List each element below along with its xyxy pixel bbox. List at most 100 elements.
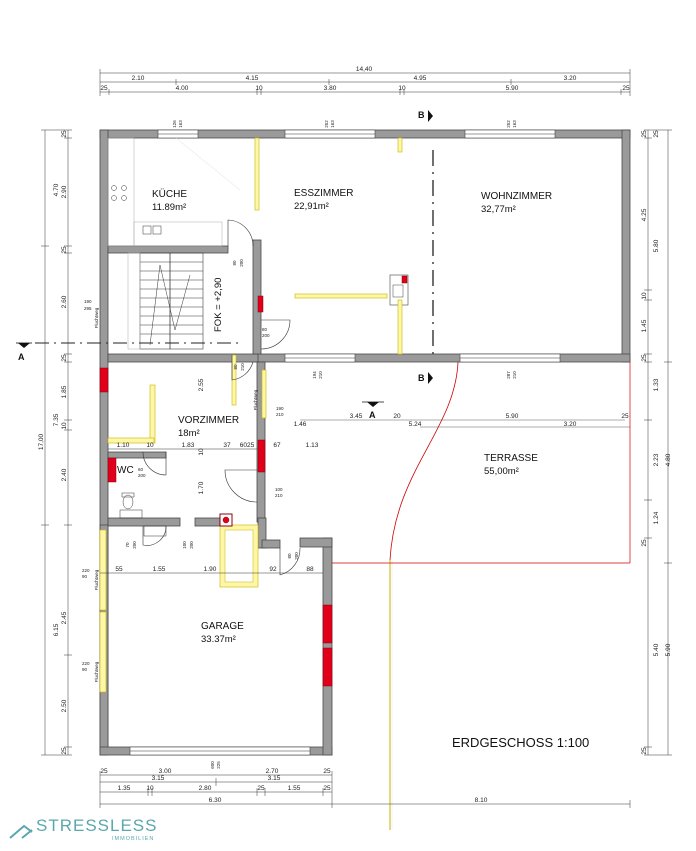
- top-dimension-chains: 14,40 2.10 4.15 4.95 3.20 25 4.00 10 3.8…: [99, 66, 631, 96]
- section-markers: B B A A: [16, 110, 433, 420]
- bottom-dimension-chains: 25 3.00 2.70 25 3.15 3.15 1.35 10 2.80 2…: [99, 768, 631, 808]
- dim-top-r3-4: 3.80: [324, 85, 337, 92]
- d-70-h: 200: [132, 541, 137, 549]
- interior-dimensions: 1.10 10 1.83 37 6025 67 1.13 3.45 20 5.9…: [100, 378, 629, 574]
- vdim-10: 10: [198, 448, 205, 456]
- tr2-3: 3.20: [564, 421, 577, 428]
- d-gs-w: 80: [287, 553, 292, 559]
- d-kueche-w: 80: [232, 260, 237, 266]
- db-r3-4: 25: [257, 785, 265, 792]
- db-r1-2: 3.00: [159, 768, 172, 775]
- db-r3-3: 2.80: [199, 785, 212, 792]
- dim-right-o2: 4.80: [665, 453, 672, 466]
- dim-right-i3: 4.25: [641, 208, 648, 221]
- gr-5: 88: [306, 566, 314, 573]
- section-b-bottom: B: [418, 373, 425, 383]
- d-100b-h: 200: [189, 541, 194, 549]
- gr-4: 92: [269, 566, 277, 573]
- db-r1-3: 2.70: [266, 768, 279, 775]
- dim-right-i4: 10: [641, 292, 648, 300]
- staircase: [127, 252, 204, 350]
- dim-left-i2: 2.90: [61, 185, 68, 198]
- vz-6: 67: [273, 442, 281, 449]
- wc-fixtures: [119, 492, 167, 537]
- section-a-left: A: [18, 352, 25, 362]
- dim-top-overall: 14,40: [356, 66, 373, 73]
- dim-left-o1: 4.70: [53, 183, 60, 196]
- vz-4: 37: [223, 442, 231, 449]
- d-gs-h: 200: [294, 552, 299, 560]
- dim-left-i5: 25: [61, 354, 68, 362]
- dim-left-i3: 25: [61, 246, 68, 254]
- db-r3-2: 10: [146, 785, 154, 792]
- gwin1-w: 220: [82, 568, 90, 573]
- dim-top-r3-2: 4.00: [176, 85, 189, 92]
- tr1-1: 3.45: [350, 413, 363, 420]
- wohnzimmer-area: 32,77m²: [481, 204, 516, 215]
- dim-left-i9: 2.45: [61, 611, 68, 624]
- d-flur-h: 210: [240, 363, 245, 371]
- tr1-3: 5.90: [506, 413, 519, 420]
- db-r3-1: 1.35: [118, 785, 131, 792]
- vz-7: 1.13: [306, 442, 319, 449]
- dim-left-i1: 25: [61, 130, 68, 138]
- fluchtweg-1: Fluchtweg: [94, 307, 99, 328]
- dim-right-i2: 25: [653, 130, 660, 138]
- tr1-2: 20: [393, 413, 401, 420]
- dim-left-o2: 7.35: [53, 413, 60, 426]
- dim-top-r3-6: 5.90: [506, 85, 519, 92]
- room-labels: KÜCHE 11.89m² ESSZIMMER 22,91m² WOHNZIMM…: [117, 188, 552, 645]
- w2-width: 252: [324, 120, 329, 128]
- gwin2-w: 220: [82, 661, 90, 666]
- dim-left-overall: 17,00: [38, 433, 45, 450]
- garage-label: GARAGE: [201, 621, 244, 632]
- stove: [294, 274, 409, 306]
- dim-right-i6: 25: [641, 354, 648, 362]
- db-r3-5: 1.55: [288, 785, 301, 792]
- dim-right-i9: 1.24: [653, 511, 660, 524]
- db-r2-2: 3.15: [268, 775, 281, 782]
- dim-right-i5: 1.45: [641, 319, 648, 332]
- dim-left-i10: 2.50: [61, 699, 68, 712]
- dim-top-r2-2: 4.15: [246, 75, 259, 82]
- wc-label: WC: [117, 465, 134, 476]
- terrasse-label: TERRASSE: [484, 453, 538, 464]
- dim-right-o1: 5.80: [653, 239, 660, 252]
- right-dimension-chains: 5.80 4.80 5.90 25 25 4.25 10 1.45 25 1.3…: [641, 129, 672, 756]
- dim-right-i12: 25: [641, 747, 648, 755]
- vz-5: 6025: [240, 442, 255, 449]
- kueche-area: 11.89m²: [152, 202, 186, 213]
- db-r3-6: 25: [323, 785, 331, 792]
- dim-top-r3-1: 25: [100, 85, 108, 92]
- logo-mark-icon: [9, 824, 33, 839]
- tdoor1-width: 194: [312, 371, 317, 379]
- d-vorz-w: 190: [276, 406, 284, 411]
- db-r4-2: 8.10: [475, 797, 488, 804]
- plan-title: ERDGESCHOSS 1:100: [452, 735, 589, 750]
- tr1-4: 25: [621, 413, 629, 420]
- w3-height: 163: [512, 120, 517, 128]
- dim-left-i7: 10: [61, 422, 68, 430]
- d-100-h: 210: [275, 493, 283, 498]
- dim-right-o3: 5.90: [665, 643, 672, 656]
- walls: [99, 129, 631, 756]
- d-100-w: 100: [275, 487, 283, 492]
- kueche-label: KÜCHE: [152, 188, 187, 200]
- vz-2: 10: [146, 442, 154, 449]
- stair-win-w: 190: [84, 299, 92, 304]
- kitchen-furniture: [107, 137, 241, 247]
- vz-3: 1.83: [182, 442, 195, 449]
- w1-width: 126: [172, 120, 177, 128]
- vorzimmer-area: 18m²: [178, 428, 200, 439]
- dim-top-r2-4: 3.20: [564, 75, 577, 82]
- vdim-170: 1.70: [198, 481, 205, 494]
- dim-left-i11: 25: [61, 747, 68, 755]
- db-r4-1: 6.30: [209, 797, 222, 804]
- gate-width: 600: [210, 761, 215, 769]
- left-dimension-chains: 17,00 4.70 7.35 6.15 25 2.90 25 2.60 25 …: [38, 129, 72, 756]
- w2-height: 163: [330, 120, 335, 128]
- dim-right-i1: 25: [641, 130, 648, 138]
- d-flur-w: 80: [233, 364, 238, 370]
- d-100b-w: 100: [182, 541, 187, 549]
